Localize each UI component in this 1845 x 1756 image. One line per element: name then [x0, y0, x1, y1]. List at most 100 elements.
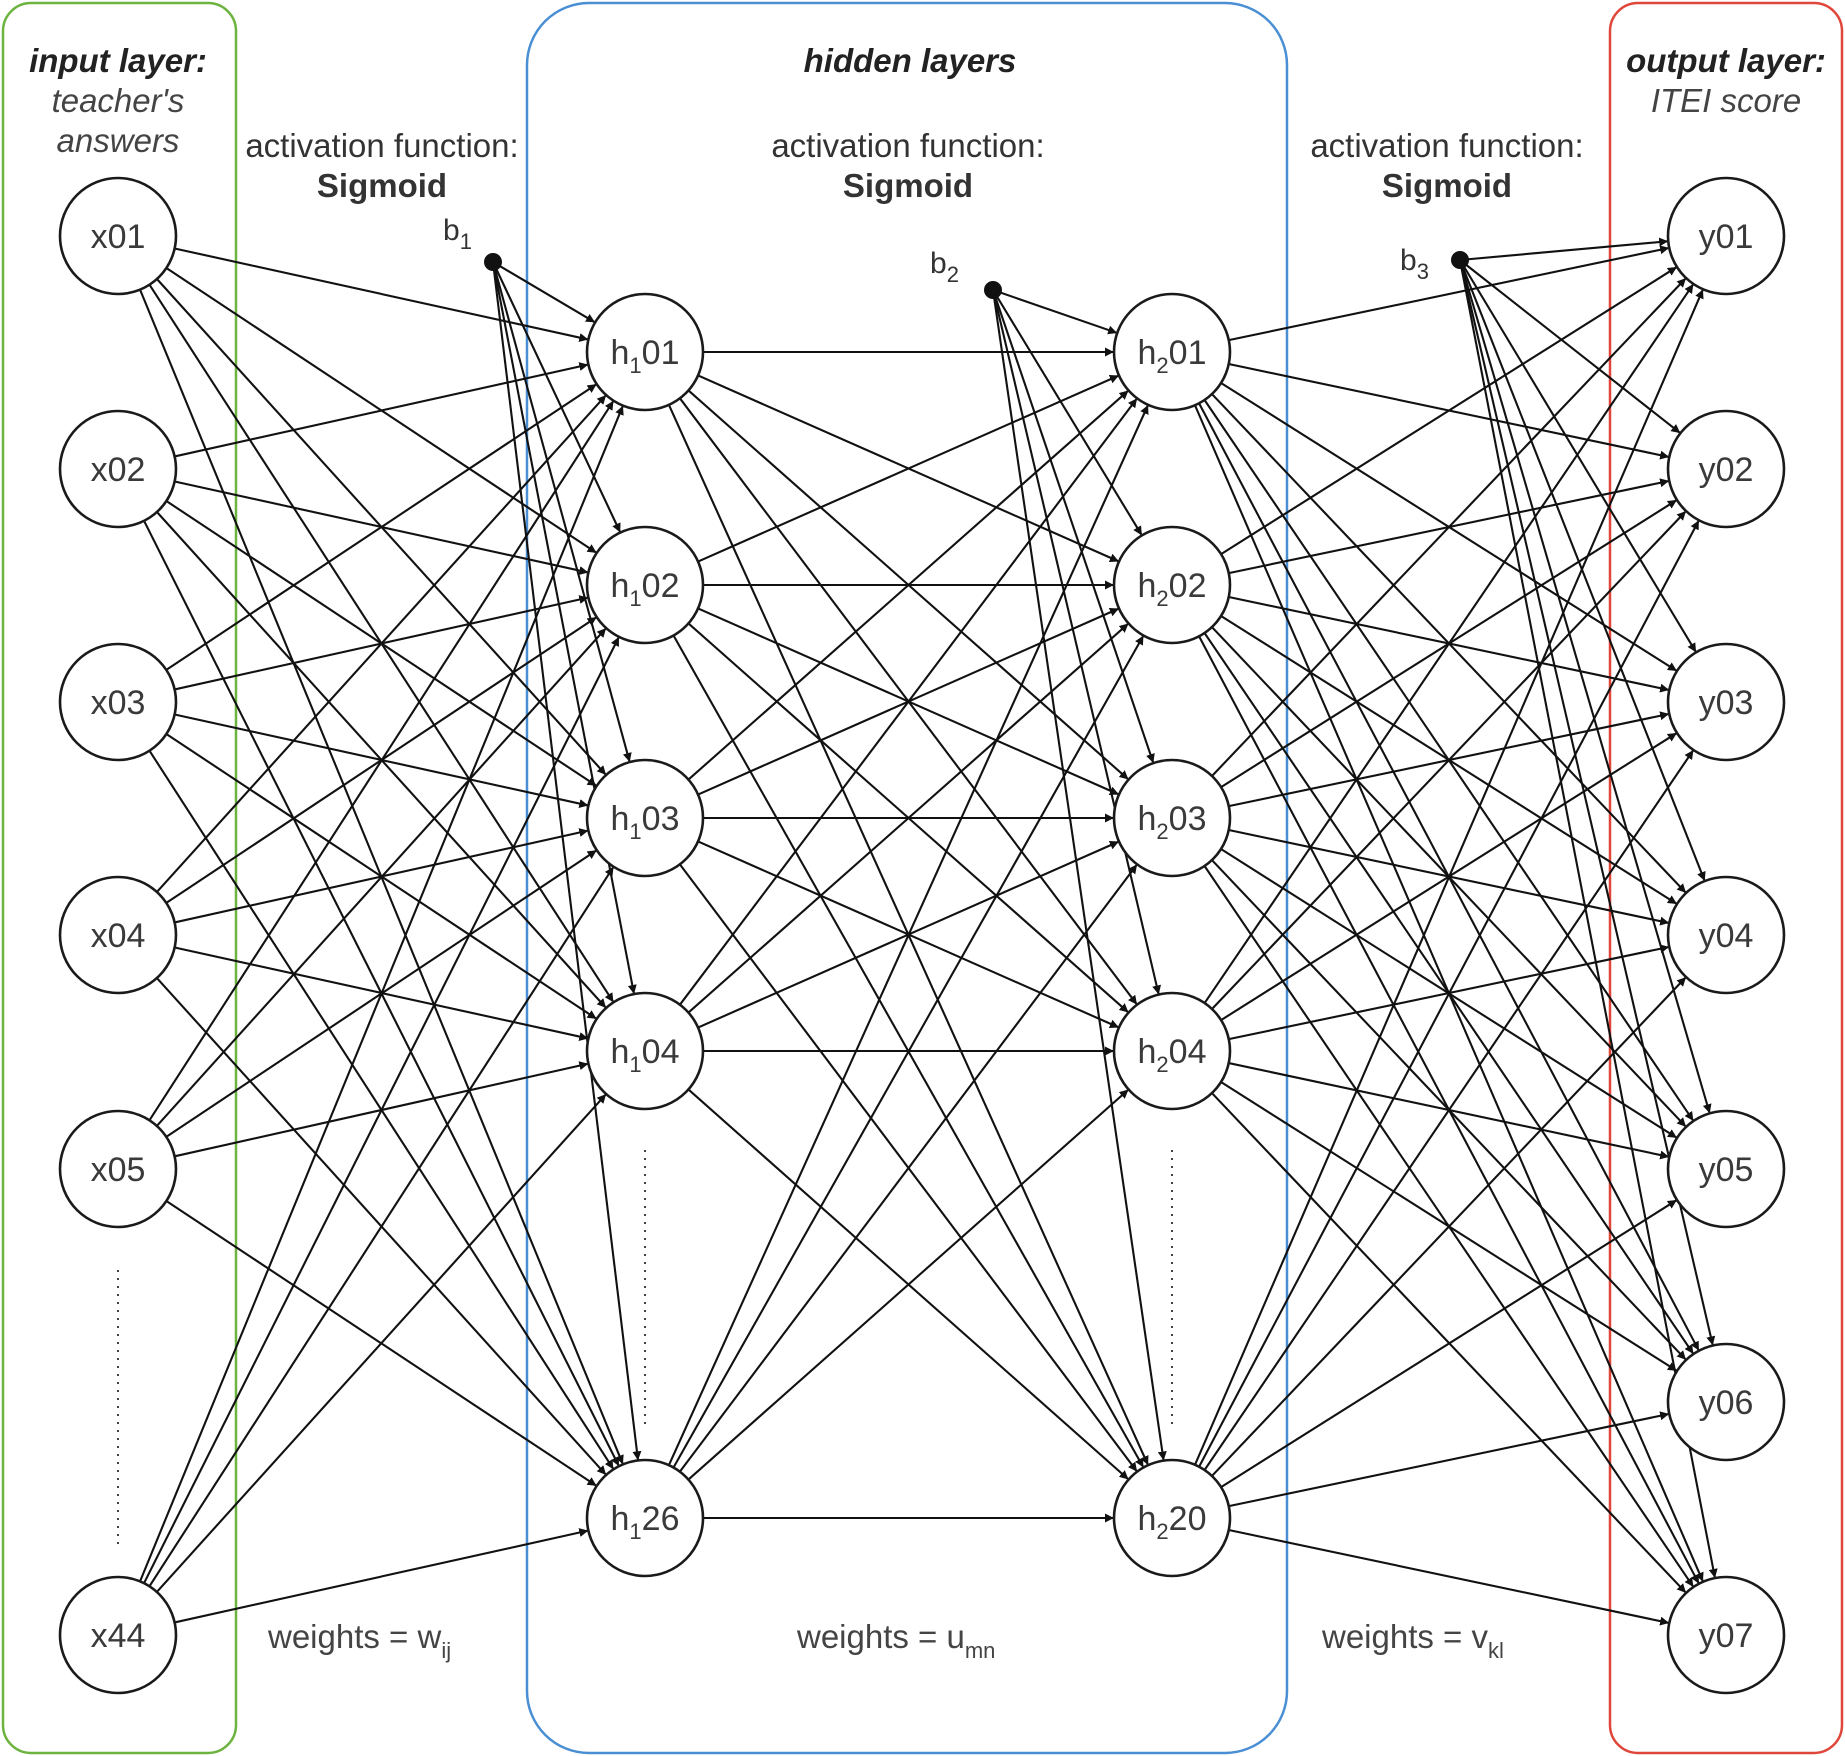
input-node: x03: [58, 642, 178, 762]
bias-1-edge-to-hidden1-2: [492, 261, 621, 533]
activation-label-3: activation function:: [1310, 127, 1583, 164]
edge-hidden2-5-to-output-5: [1220, 1199, 1677, 1488]
input-node: x05: [58, 1109, 178, 1229]
output-layer-subtitle: ITEI score: [1651, 82, 1801, 119]
weights-label-1: weights = wij: [267, 1618, 451, 1663]
bias-1-edge-to-hidden1-3: [491, 261, 632, 762]
output-node-circle: [1666, 409, 1786, 529]
edge-hidden1-2-to-hidden2-1: [697, 374, 1119, 563]
hidden1-node: h101: [585, 292, 705, 412]
hidden1-node: h102: [585, 525, 705, 645]
edge-hidden1-5-to-hidden2-4: [687, 1089, 1129, 1481]
activation-label-2: activation function:: [771, 127, 1044, 164]
input-node-circle: [58, 409, 178, 529]
input-node-circle: [58, 1109, 178, 1229]
hidden2-node-label: h202: [1138, 567, 1207, 611]
hidden1-node-circle: [585, 292, 705, 412]
hidden-layers-panel: [525, 1, 1289, 1755]
output-node: y04: [1666, 875, 1786, 995]
hidden1-node: h104: [585, 991, 705, 1111]
hidden1-node-label: h101: [611, 334, 680, 378]
weights-label-2: weights = umn: [796, 1618, 995, 1663]
output-node-label: y01: [1699, 218, 1754, 256]
hidden2-node-label: h220: [1138, 1500, 1207, 1544]
hidden2-node-label: h201: [1138, 334, 1207, 378]
hidden2-node-label: h204: [1138, 1033, 1207, 1077]
hidden2-node: h220: [1112, 1458, 1232, 1578]
bias-2-edge-to-hidden2-2: [992, 289, 1143, 536]
bias-2-edge-to-hidden2-3: [992, 289, 1155, 763]
hidden1-node-circle: [585, 758, 705, 878]
input-layer-subtitle-2: answers: [57, 122, 180, 159]
input-node-label: x05: [91, 1151, 146, 1189]
edge-hidden1-4-to-hidden2-2: [687, 623, 1129, 1014]
hidden1-node-circle: [585, 525, 705, 645]
input-node-circle: [58, 176, 178, 296]
input-node-label: x01: [91, 218, 146, 256]
input-node-label: x02: [91, 451, 146, 489]
edge-hidden2-2-to-output-1: [1220, 266, 1677, 555]
edge-input-5-to-hidden1-2: [156, 628, 607, 1127]
input-node: x01: [58, 176, 178, 296]
edge-input-1-to-hidden1-1: [174, 247, 589, 342]
edge-hidden2-5-to-output-1: [1194, 289, 1704, 1466]
bias-1-edge-to-hidden1-4: [491, 261, 637, 994]
hidden1-node-circle: [585, 1458, 705, 1578]
input-layer-subtitle-1: teacher's: [52, 82, 185, 119]
input-layer-panel: [1, 1, 238, 1755]
output-node-label: y04: [1699, 917, 1754, 955]
output-node: y03: [1666, 642, 1786, 762]
edge-hidden2-5-to-output-7: [1228, 1528, 1670, 1626]
output-node: y06: [1666, 1342, 1786, 1462]
edge-hidden1-4-to-hidden2-1: [679, 398, 1138, 1006]
edge-input-6-to-hidden1-1: [139, 405, 624, 1582]
hidden2-node-circle: [1112, 525, 1232, 645]
edge-hidden2-4-to-output-1: [1203, 284, 1694, 1004]
output-node-circle: [1666, 1575, 1786, 1695]
edge-hidden2-5-to-output-6: [1228, 1411, 1670, 1508]
hidden2-node: h203: [1112, 758, 1232, 878]
output-node-circle: [1666, 875, 1786, 995]
hidden2-node: h204: [1112, 991, 1232, 1111]
hidden2-node-circle: [1112, 758, 1232, 878]
hidden2-node: h201: [1112, 292, 1232, 412]
hidden2-node-circle: [1112, 1458, 1232, 1578]
output-node: y02: [1666, 409, 1786, 529]
output-node-label: y05: [1699, 1151, 1754, 1189]
edge-hidden1-3-to-hidden2-1: [687, 390, 1129, 781]
edge-input-6-to-hidden1-3: [148, 866, 614, 1587]
network-nodes: x01x02x03x04x05x44h101h102h103h104h126h2…: [58, 176, 1786, 1695]
input-node-circle: [58, 642, 178, 762]
edge-input-4-to-hidden1-1: [156, 395, 607, 893]
bias-2-edge-to-hidden2-1: [992, 289, 1118, 335]
hidden1-node-label: h103: [611, 800, 680, 844]
bias-2-edge-to-hidden2-5: [991, 289, 1167, 1461]
output-node-label: y02: [1699, 451, 1754, 489]
edge-input-2-to-hidden1-1: [174, 362, 589, 458]
hidden1-node-circle: [585, 991, 705, 1111]
input-layer-title: input layer:: [29, 42, 207, 79]
bias-node-3: [1451, 251, 1469, 269]
edge-hidden1-5-to-hidden2-1: [667, 404, 1149, 1466]
hidden2-node-label: h203: [1138, 800, 1207, 844]
output-node-label: y06: [1699, 1384, 1754, 1422]
edge-hidden2-4-to-output-2: [1211, 511, 1687, 1010]
weights-label-3: weights = vkl: [1321, 1618, 1504, 1663]
input-node-label: x04: [91, 917, 146, 955]
output-node-circle: [1666, 1342, 1786, 1462]
input-node-label: x44: [91, 1617, 146, 1655]
output-layer-panel: [1608, 1, 1844, 1755]
input-node-label: x03: [91, 684, 146, 722]
bias-node-1: [484, 253, 502, 271]
edge-input-6-to-hidden1-4: [156, 1094, 607, 1593]
bias-label-1: b1: [443, 214, 472, 254]
activation-name-3: Sigmoid: [1382, 167, 1512, 204]
bias-3-edge-to-output-2: [1459, 259, 1681, 434]
edge-input-5-to-hidden1-1: [148, 400, 614, 1121]
bias-3-edge-to-output-3: [1459, 259, 1697, 653]
hidden-layers-title: hidden layers: [804, 42, 1017, 79]
bias-label-2: b2: [930, 247, 959, 287]
edge-hidden2-5-to-output-2: [1198, 520, 1700, 1468]
edge-hidden2-5-to-output-4: [1211, 977, 1687, 1477]
bias-3-edge-to-output-5: [1458, 259, 1712, 1114]
